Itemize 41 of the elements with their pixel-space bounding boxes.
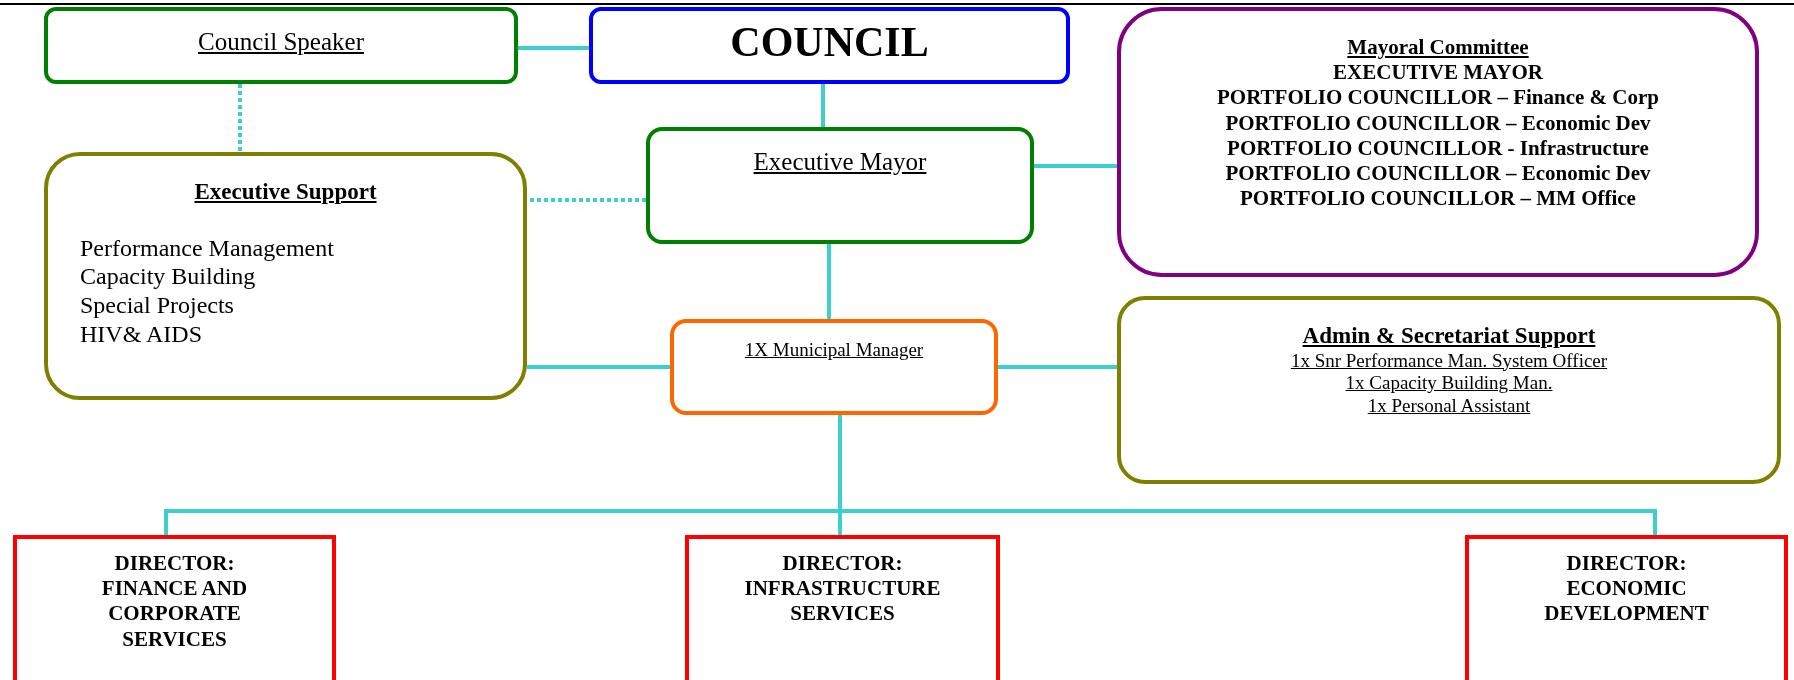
connector-line [1034,164,1117,168]
support-box [1117,296,1781,484]
connector-line [827,244,831,319]
director-title: DIRECTOR: FINANCE AND CORPORATE SERVICES [100,551,249,652]
staff-line: 1x Snr Performance Man. System Officer [1290,349,1608,373]
director-title: DIRECTOR: INFRASTRUCTURE SERVICES [743,551,942,627]
member-line: PORTFOLIO COUNCILLOR - Infrastructure [1227,135,1649,161]
support-heading: Admin & Secretariat Support [1302,322,1596,350]
director-box [685,535,1000,680]
committee-box [1117,7,1759,277]
connector-line [518,46,589,50]
connector-line [527,365,670,369]
role-box [670,319,998,415]
dotted-connector [527,198,646,202]
council-box [589,7,1070,84]
member-line: PORTFOLIO COUNCILLOR – Economic Dev [1225,160,1651,187]
dotted-connector [238,84,242,152]
member-line: PORTFOLIO COUNCILLOR – Economic Dev [1225,110,1651,136]
member-line: PORTFOLIO COUNCILLOR – Finance & Corp [1217,85,1659,111]
staff-line: 1x Capacity Building Man. [1345,372,1553,396]
director-box [13,535,336,680]
title: COUNCIL [730,18,929,67]
connector-line [998,365,1117,369]
role-title: 1X Municipal Manager [744,339,924,362]
director-box [1465,535,1788,680]
committee-heading: Mayoral Committee [1347,35,1529,61]
member-line: PORTFOLIO COUNCILLOR – MM Office [1240,186,1636,212]
role-box [646,127,1034,244]
director-title: DIRECTOR: ECONOMIC DEVELOPMENT [1543,551,1710,627]
staff-line: 1x Personal Assistant [1367,395,1531,418]
support-heading: Executive Support [194,178,377,206]
support-item: HIV& AIDS [80,320,202,349]
connector-line [821,84,825,127]
role-title: Executive Mayor [753,147,927,177]
support-box [44,152,527,400]
support-item: Capacity Building [80,262,256,292]
role-box [44,7,518,84]
support-item: Performance Management [80,233,334,263]
role-title: Council Speaker [198,27,364,57]
support-item: Special Projects [80,291,234,320]
member-line: EXECUTIVE MAYOR [1333,60,1543,86]
